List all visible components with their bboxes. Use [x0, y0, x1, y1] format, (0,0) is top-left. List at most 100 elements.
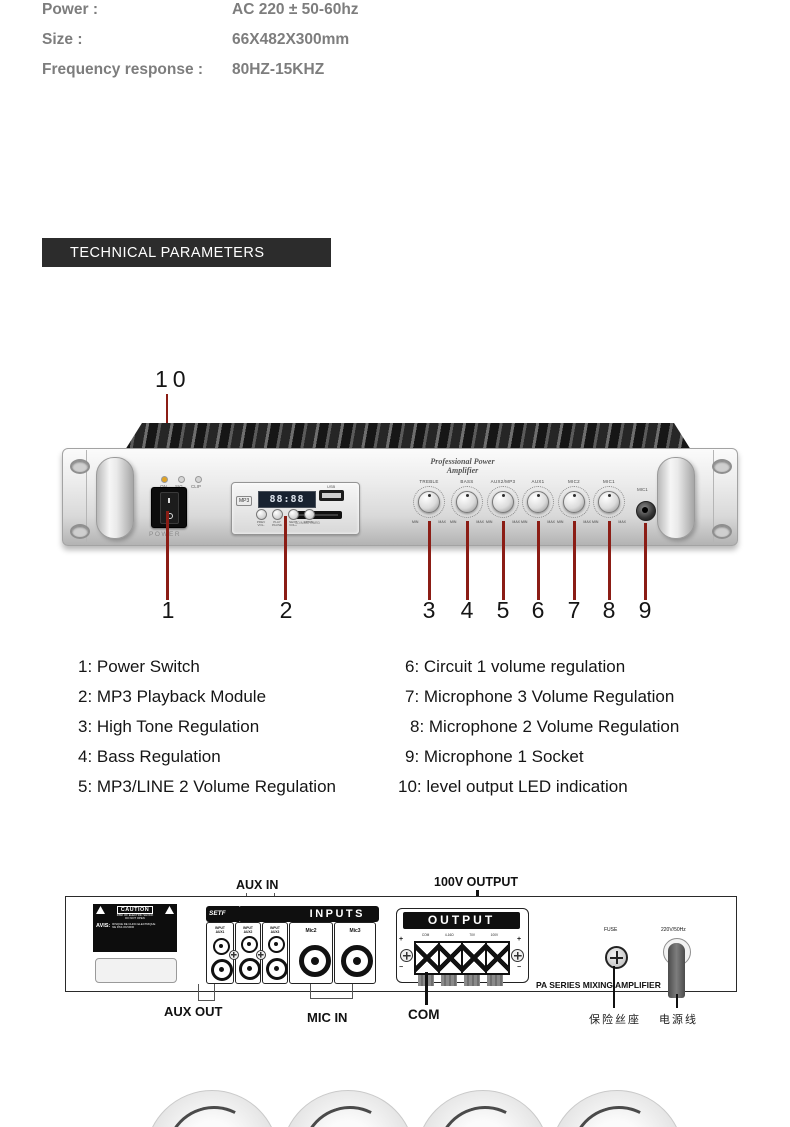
knob-label: MIC2 [568, 479, 580, 484]
callout-line-2 [284, 516, 287, 600]
callout-aux-in: AUX IN [236, 878, 279, 892]
polarity-plus: + [517, 936, 522, 943]
input-col-mic2: Mic2 [289, 922, 333, 984]
rca-jack-aux-out [211, 959, 233, 981]
mp3-button-label: PLAY PAUSE [272, 520, 282, 528]
callout-number-4: 4 [460, 597, 474, 623]
rack-screw-hole [712, 524, 732, 539]
parts-item: 3: High Tone Regulation [78, 717, 260, 736]
led-on [161, 476, 168, 483]
knob-min-label: MIN [557, 520, 564, 524]
spec-row-frequency: Frequency response : 80HZ-15KHZ [42, 61, 324, 79]
mp3-display: 88:88 [258, 491, 316, 508]
terminal-tab [487, 975, 503, 986]
panel-screw [229, 950, 239, 960]
rack-screw-hole [712, 459, 732, 474]
knob-tick-ring [558, 486, 590, 518]
callout-line-4 [466, 521, 469, 600]
knob-min-label: MIN [486, 520, 493, 524]
usb-port [319, 490, 344, 501]
terminal-tab [441, 975, 457, 986]
callout-line-3 [428, 521, 431, 600]
brand-text: Professional Power Amplifier [430, 457, 495, 475]
mic3-jack [341, 945, 373, 977]
rca-jack [266, 958, 288, 980]
knob-tick-ring [522, 486, 554, 518]
mp3-button-next [288, 509, 299, 520]
output-banner: OUTPUT [403, 912, 520, 929]
led-label-clip: CLIP [191, 484, 202, 489]
parts-item: 1: Power Switch [78, 657, 200, 676]
callout-100v-output: 100V OUTPUT [434, 875, 519, 889]
terminal-70v [463, 943, 487, 973]
callout-number-7: 7 [567, 597, 581, 623]
knob-mic1: MIC1 MIN MAX [590, 479, 628, 529]
mic1-jack [636, 501, 656, 521]
spec-value: 80HZ-15KHZ [232, 61, 325, 78]
spec-value: 66X482X300mm [232, 31, 350, 48]
fuse-label: FUSE [604, 927, 618, 933]
parts-item: 4: Bass Regulation [78, 747, 221, 766]
mp3-button-mode [304, 509, 315, 520]
mic-in-line [352, 984, 353, 998]
knob-label: AUX2/MP3 [490, 479, 516, 484]
rack-screw-hole [70, 459, 90, 474]
inputs-banner: INPUTS [238, 906, 379, 922]
callout-number-9: 9 [638, 597, 652, 623]
callout-number-2: 2 [279, 597, 293, 623]
callout-line-1 [166, 511, 169, 600]
knob-min-label: MIN [592, 520, 599, 524]
spec-value: AC 220 ± 50-60hz [232, 1, 359, 18]
mic1-jack-label: MIC1 [637, 487, 648, 492]
parts-item: 2: MP3 Playback Module [78, 687, 267, 706]
spec-label: Frequency response : [42, 61, 204, 78]
knob-max-label: MAX [547, 520, 555, 524]
polarity-plus: + [399, 936, 404, 943]
knob-min-label: MIN [450, 520, 457, 524]
parts-item: 9: Microphone 1 Socket [405, 747, 584, 766]
power-cord [668, 943, 685, 998]
rca-jack-aux-in [241, 936, 258, 953]
serial-label-blank [95, 958, 177, 983]
mp3-button-label: NEXT VOL+ [288, 520, 297, 528]
polarity-minus: − [517, 964, 522, 971]
callout-line-9 [644, 523, 647, 600]
spec-label: Power : [42, 1, 98, 18]
rca-jack [239, 958, 261, 980]
callout-fuse-holder-cn: 保险丝座 [589, 1014, 641, 1026]
avis-label: AVIS: [96, 922, 111, 929]
avis-lines: RISQUE DE CHOC ELECTRIQUE NE PAS OUVRIR [112, 921, 156, 930]
warning-triangle-icon [165, 906, 174, 914]
caution-line1: RISK OF ELECTRIC SHOCK [116, 913, 154, 917]
callout-line-8 [608, 521, 611, 600]
parts-item: 6: Circuit 1 volume regulation [405, 657, 626, 676]
led-sig [178, 476, 185, 483]
knob-tick-ring [593, 486, 625, 518]
knob-label: TREBLE [419, 479, 439, 484]
knob-label: BASS [460, 479, 474, 484]
knob-max-label: MAX [618, 520, 626, 524]
rca-jack [213, 938, 230, 955]
warning-triangle-icon [96, 906, 105, 914]
callout-power-cord-cn: 电源线 [659, 1014, 698, 1026]
input-col-mic3: Mic3 [334, 922, 376, 984]
ceiling-speaker-thumbnail [145, 1090, 279, 1127]
output-section [396, 908, 529, 983]
callout-line-7 [573, 521, 576, 600]
fuse-holder [605, 946, 628, 969]
voltage-label: 220V/50Hz [661, 927, 686, 933]
spec-row-power: Power : AC 220 ± 50-60hz [42, 1, 359, 19]
usb-label: USB [327, 484, 336, 489]
power-switch-label: POWER [149, 531, 181, 538]
mp3-logo: MP3 [236, 496, 253, 506]
rack-handle-right [657, 457, 695, 539]
parts-item: 5: MP3/LINE 2 Volume Regulation [78, 777, 336, 796]
panel-screw [400, 949, 413, 962]
rack-ear-divider [86, 450, 87, 542]
mic-in-line [310, 984, 311, 998]
knob-label: MIC1 [603, 479, 615, 484]
